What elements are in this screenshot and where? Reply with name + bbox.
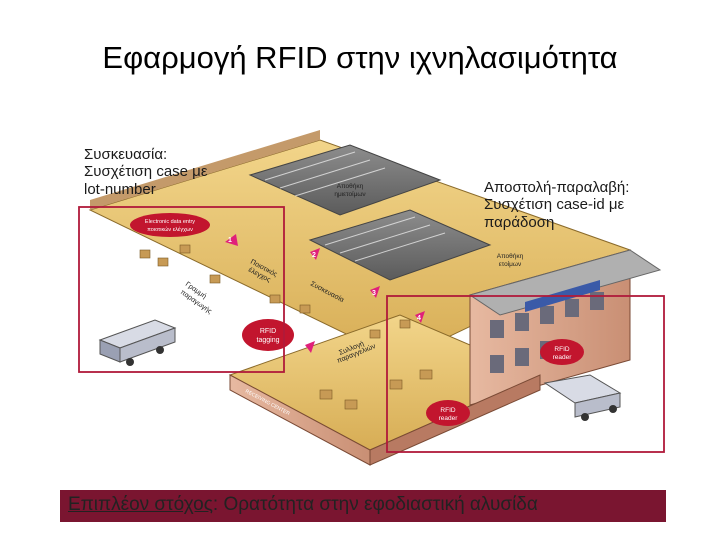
svg-text:RFID: RFID — [260, 328, 276, 335]
step-4: 4 — [417, 315, 421, 322]
truck-right — [545, 375, 620, 421]
goal-banner-text: : Ορατότητα στην εφοδιαστική αλυσίδα — [213, 494, 538, 515]
label-warehouse-finished-2: ετοίμων — [499, 260, 522, 268]
step-1: 1 — [228, 237, 232, 244]
svg-text:RFID: RFID — [440, 407, 455, 414]
goal-banner: Επιπλέον στόχος: Ορατότητα στην εφοδιαστ… — [60, 490, 666, 522]
svg-text:ποιοτικών ελέγχων: ποιοτικών ελέγχων — [147, 226, 193, 233]
label-warehouse-semi-1: Αποθήκη — [337, 183, 364, 190]
step-2: 2 — [312, 252, 316, 259]
goal-banner-highlight: Επιπλέον στόχος — [68, 494, 213, 515]
svg-text:Electronic data entry: Electronic data entry — [145, 219, 195, 225]
svg-text:tagging: tagging — [257, 337, 280, 344]
tag-rfid-reader-right: RFID reader — [540, 339, 584, 365]
svg-text:reader: reader — [439, 415, 459, 422]
tag-electronic-data: Electronic data entry ποιοτικών ελέγχων — [130, 213, 210, 237]
packaging-annotation: Συσκευασία: Συσχέτιση case με lot-number — [84, 146, 208, 198]
label-warehouse-semi-2: ημιετοίμων — [334, 190, 365, 198]
step-3: 3 — [372, 290, 376, 297]
tag-rfid-reader-bottom: RFID reader — [426, 400, 470, 426]
svg-text:RFID: RFID — [554, 346, 569, 353]
label-warehouse-finished-1: Αποθήκη — [497, 253, 524, 260]
shipping-annotation: Αποστολή-παραλαβή: Συσχέτιση case-id με … — [484, 179, 629, 231]
slide-title: Εφαρμογή RFID στην ιχνηλασιμότητα — [0, 40, 720, 76]
svg-text:reader: reader — [553, 354, 573, 361]
tag-rfid-tagging: RFID tagging — [242, 319, 294, 351]
truck-left — [100, 320, 175, 366]
